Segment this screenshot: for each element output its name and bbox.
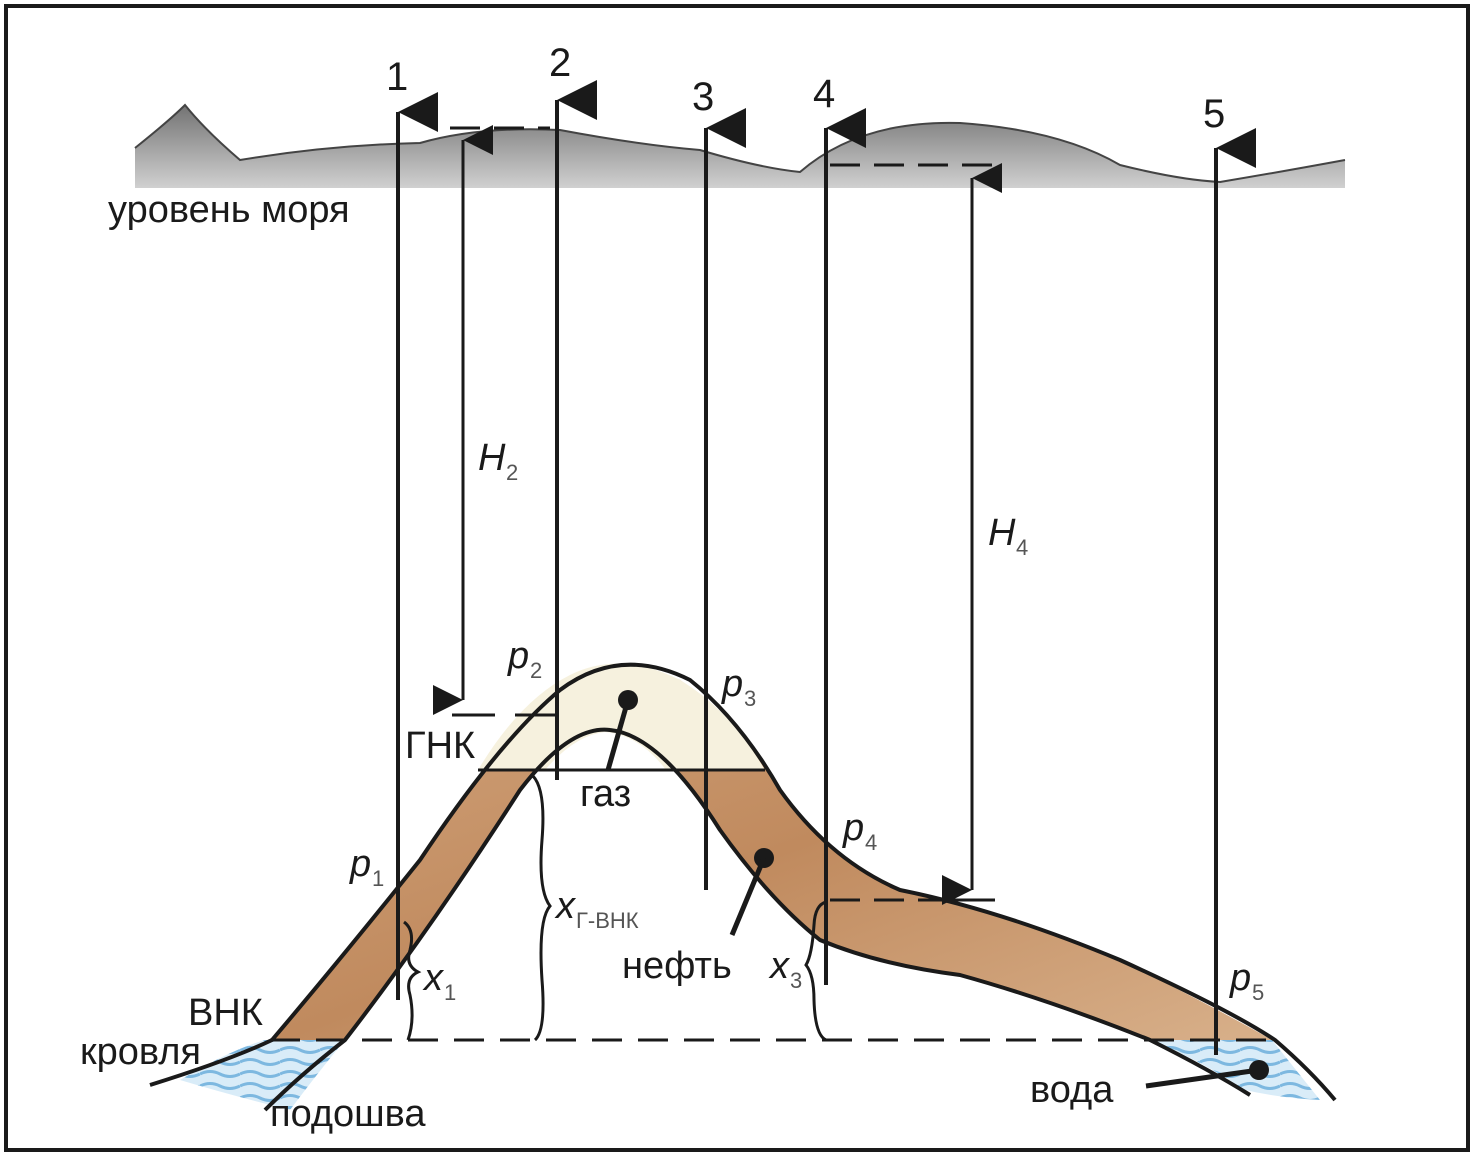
well-5-label: 5 [1203,92,1225,136]
svg-text:H: H [988,512,1016,554]
svg-text:4: 4 [1016,535,1028,560]
pressure-p5-label: p 5 [1229,957,1264,1005]
svg-text:4: 4 [865,830,877,855]
well-4-label: 4 [813,72,835,116]
h2-label: H 2 [478,437,518,485]
gnk-label: ГНК [405,725,475,767]
vnk-label: ВНК [188,992,263,1034]
svg-text:p: p [507,635,529,677]
pressure-p1-label: p 1 [349,843,384,891]
sole-label: подошва [270,1093,426,1135]
svg-text:5: 5 [1252,980,1264,1005]
svg-text:x: x [768,945,791,987]
svg-text:2: 2 [506,460,518,485]
pressure-p3-label: p 3 [721,663,756,711]
svg-text:p: p [349,843,371,885]
xg-brace [531,774,552,1042]
svg-text:x: x [422,957,445,999]
sole-line [263,727,1252,1112]
x3-brace [804,900,827,1042]
frame-border [4,4,1470,1152]
svg-text:1: 1 [372,866,384,891]
oil-label: нефть [622,945,732,987]
x1-brace [403,920,422,1041]
svg-text:3: 3 [790,968,802,993]
well-1-label: 1 [386,55,408,99]
svg-text:p: p [1229,957,1251,999]
h4-dimension-arrow [942,163,1002,905]
x3-label: x 3 [768,945,802,993]
well-2-label: 2 [549,41,571,85]
svg-text:x: x [554,885,577,927]
water-pointer [1145,1060,1269,1089]
sea-level-label: уровень моря [108,189,350,231]
gas-label: газ [580,773,631,815]
oil-pointer [729,848,774,936]
svg-text:Г-ВНК: Г-ВНК [576,908,639,933]
water-label: вода [1030,1069,1114,1111]
roof-line [149,662,1337,1102]
svg-text:p: p [721,663,743,705]
water-left [180,1040,345,1110]
pressure-p4-label: p 4 [842,807,877,855]
well-3-label: 3 [692,75,714,119]
gas-pointer [605,690,638,771]
water-right [1150,1040,1320,1100]
svg-text:1: 1 [444,980,456,1005]
xg-vnk-label: x Г-ВНК [554,885,639,933]
svg-text:p: p [842,807,864,849]
svg-text:3: 3 [744,686,756,711]
terrain-surface [134,103,1346,188]
roof-label: кровля [80,1031,201,1073]
x1-label: x 1 [422,957,456,1005]
svg-text:H: H [478,437,506,479]
pressure-p2-label: p 2 [507,635,542,683]
h4-label: H 4 [988,512,1028,560]
svg-text:2: 2 [530,658,542,683]
